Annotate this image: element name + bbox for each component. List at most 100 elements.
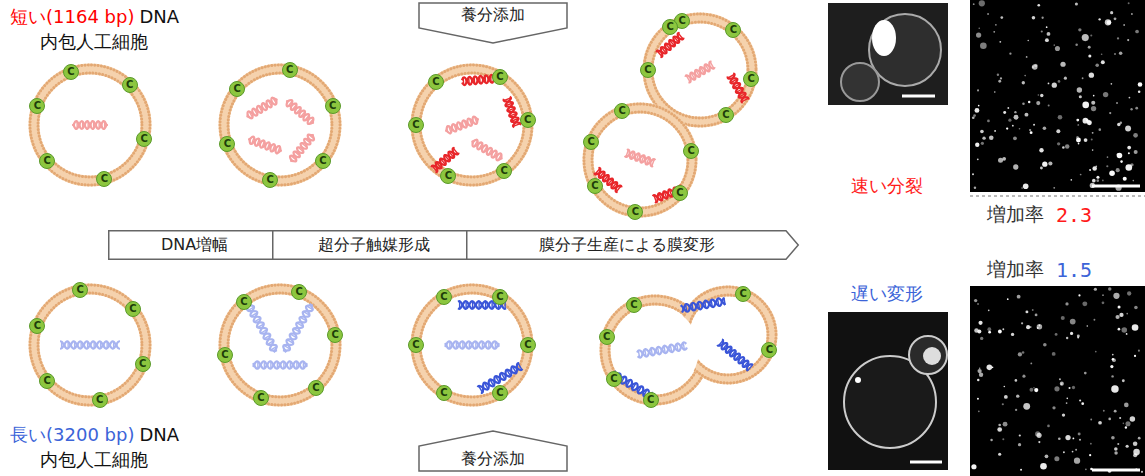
vesicle-dot — [1134, 306, 1138, 310]
dna-strand — [637, 342, 688, 358]
lipid-membrane — [34, 69, 146, 181]
dna-strand — [245, 96, 278, 120]
vesicle-dot — [1123, 24, 1125, 26]
vesicle-dot — [1133, 441, 1138, 446]
vesicle-dot — [1118, 153, 1120, 155]
vesicle-dot — [1130, 108, 1132, 110]
vesicle-dot — [1070, 179, 1072, 181]
vesicle-outline — [841, 63, 879, 101]
lipid-membrane — [416, 69, 528, 181]
vesicle-dot — [1138, 90, 1141, 93]
lipid-heads — [220, 285, 340, 405]
vesicle-dot — [995, 24, 997, 26]
vesicle-dot — [1070, 319, 1076, 325]
vesicle-dot — [1123, 177, 1127, 181]
vesicle-dot — [979, 0, 985, 6]
vesicle-dot — [1127, 146, 1131, 150]
vesicle-dot — [1110, 365, 1113, 368]
catalyst-mark: C — [236, 294, 252, 310]
vesicle-dot — [1115, 315, 1119, 319]
vesicle-dot — [998, 80, 1001, 83]
vesicle-dot — [1081, 402, 1084, 405]
vesicle-dot — [1052, 83, 1057, 88]
vesicle-dot — [1126, 313, 1128, 315]
vesicle-dot — [1091, 138, 1093, 140]
step-text: 養分添加 — [418, 2, 568, 28]
dna-helix — [470, 138, 503, 162]
dna-strand — [656, 32, 684, 57]
vesicle-dot — [1125, 426, 1127, 428]
vesicle-dot — [981, 142, 984, 145]
vesicle-dot — [1111, 385, 1118, 392]
catalyst-mark: C — [735, 286, 751, 302]
label-text: 1.5 — [1056, 258, 1092, 282]
vesicle-dot — [1138, 437, 1141, 440]
vesicle-dot — [1027, 40, 1029, 42]
dna-strand — [285, 98, 316, 126]
label-text: 長い(3200 bp) — [10, 424, 134, 446]
vesicle-dot — [1135, 30, 1139, 34]
dna-helix — [681, 297, 726, 312]
vesicle-dot — [1126, 333, 1128, 335]
vesicle-dot — [1125, 421, 1130, 426]
catalyst-mark: C — [440, 168, 456, 184]
vesicle-dot — [990, 439, 992, 441]
dna-strand — [462, 75, 495, 85]
vesicle-dot — [977, 398, 979, 400]
lipid-heads — [652, 22, 748, 118]
vesicle-dot — [1032, 16, 1036, 20]
vesicle-dot — [976, 33, 981, 38]
vesicle-dot — [1082, 301, 1087, 306]
vesicle-dot — [1107, 156, 1109, 158]
vesicle-dot — [998, 453, 1001, 456]
vesicle-dot — [1089, 169, 1091, 171]
vesicle-dot — [1007, 298, 1009, 300]
vesicle-dot — [1054, 386, 1059, 391]
dna-strand — [681, 297, 726, 312]
catalyst-mark: C — [672, 185, 688, 201]
vesicle-dot — [1091, 106, 1096, 111]
vesicle-dot — [980, 130, 984, 134]
vesicle-dot — [973, 3, 975, 5]
vesicle-dot — [1004, 395, 1008, 399]
vesicle-dot — [1111, 436, 1115, 440]
vesicle-dot — [1008, 119, 1011, 122]
vesicle-dot — [1076, 136, 1079, 139]
dna-strand — [60, 341, 120, 348]
vesicle-dot — [1016, 394, 1019, 397]
catalyst-mark: C — [408, 117, 424, 133]
vesicle-dot — [1102, 294, 1104, 296]
vesicle-dot — [1096, 176, 1099, 179]
vesicle-dot — [1118, 306, 1121, 309]
lipid-heads — [584, 104, 696, 216]
vesicle-dot — [1032, 309, 1034, 311]
lipid-membrane — [34, 289, 146, 401]
vesicle-dot — [1055, 46, 1060, 51]
vesicle-dot — [1006, 127, 1008, 129]
vesicle-dot — [1002, 403, 1004, 405]
vesicle-dot — [994, 130, 996, 132]
dna-strand — [445, 341, 499, 348]
vesicle-dot — [1119, 417, 1121, 419]
vesicle-dot — [1013, 164, 1018, 169]
scale-bar — [1092, 185, 1140, 188]
vesicle-dot — [1072, 451, 1074, 453]
catalyst-mark: C — [436, 289, 452, 305]
vesicle-dot — [1108, 418, 1111, 421]
dna-strand — [445, 116, 480, 135]
vesicle-dot — [1058, 80, 1061, 83]
dna-helix — [637, 342, 688, 358]
catalyst-mark: C — [217, 347, 233, 363]
vesicle-dot — [974, 187, 976, 189]
vesicle-dot — [977, 379, 979, 381]
vesicle-dot — [1002, 438, 1004, 440]
step-text: 養分添加 — [418, 446, 568, 472]
vesicle-dot — [1048, 83, 1050, 85]
vesicle-dot — [1109, 170, 1115, 176]
vesicle-dot — [1110, 11, 1113, 14]
vesicle-dot — [1024, 113, 1028, 117]
vesicle-dot — [1078, 294, 1080, 296]
vesicle-dot — [1019, 434, 1021, 436]
vesicle-dot — [980, 337, 983, 340]
vesicle-dot — [1096, 179, 1099, 182]
